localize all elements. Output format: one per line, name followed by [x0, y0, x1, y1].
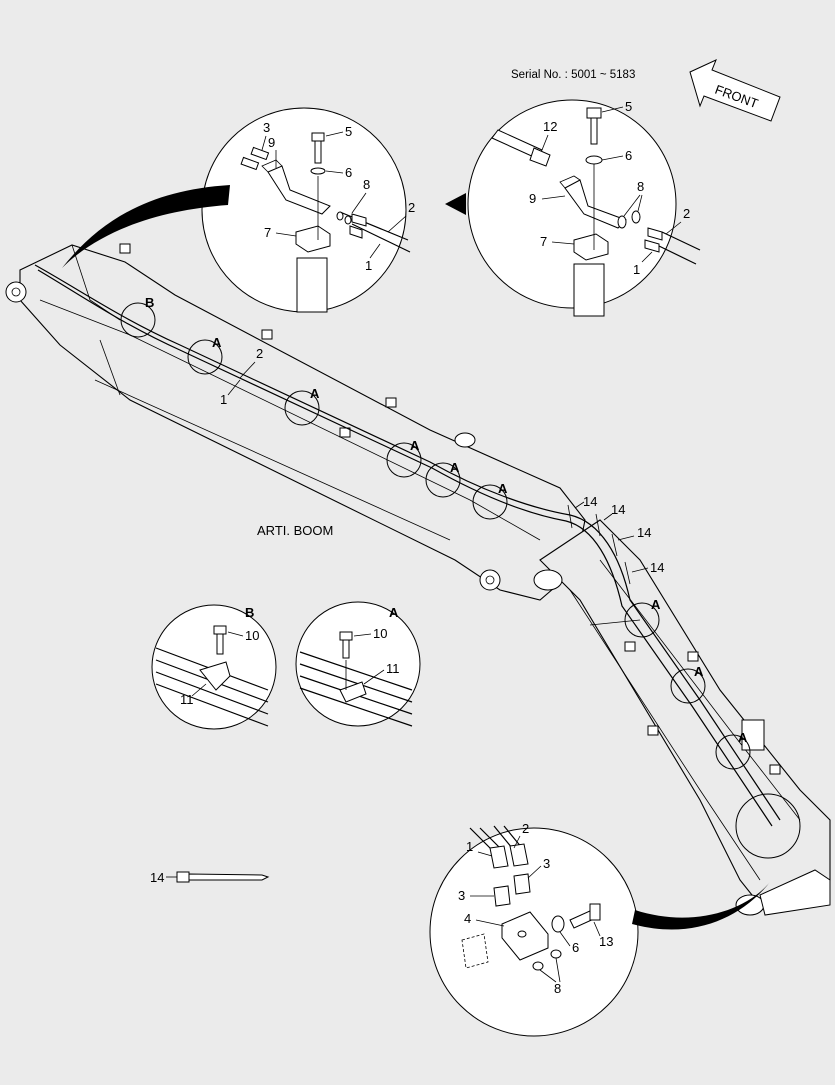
clamp-circle-a	[670, 668, 706, 704]
callout-14: 14	[650, 560, 664, 575]
callout-5: 5	[345, 124, 352, 139]
detail-letter-a: A	[651, 597, 661, 612]
detail-letter-a: A	[310, 386, 320, 401]
detail-letter-a: A	[694, 664, 704, 679]
callout-5: 5	[625, 99, 632, 114]
clamp-circle-a	[284, 390, 320, 426]
clamp-circle-a	[386, 442, 422, 478]
callout-7: 7	[264, 225, 271, 240]
cable-ties	[567, 501, 649, 585]
callout-2: 2	[522, 821, 529, 836]
detail-letter-a: A	[450, 460, 460, 475]
front-arrow-icon: FRONT	[689, 59, 781, 122]
boom-caption: ARTI. BOOM	[257, 523, 333, 538]
callout-8: 8	[554, 981, 561, 996]
serial-number: Serial No. : 5001 ~ 5183	[511, 69, 635, 81]
clamp-circle-a	[425, 462, 461, 498]
fitting-detail-circle	[735, 793, 801, 859]
detail-bracket-right	[445, 99, 701, 317]
callout-12: 12	[543, 119, 557, 134]
cable-tie-icon	[176, 871, 270, 883]
clamp-circle-b	[120, 302, 156, 338]
hose-routing	[34, 264, 781, 827]
callout-14: 14	[637, 525, 651, 540]
detail-letter-a: A	[498, 481, 508, 496]
detail-letter-a: A	[738, 730, 748, 745]
callout-9: 9	[529, 191, 536, 206]
pointer-arrow-icon	[445, 193, 466, 215]
callout-6: 6	[572, 940, 579, 955]
callout-10: 10	[373, 626, 387, 641]
clamp-circle-a	[715, 734, 751, 770]
detail-letter-a: A	[389, 605, 399, 620]
clamp-circle-a	[187, 339, 223, 375]
clamp-circle-a	[624, 602, 660, 638]
detail-a-clamp	[295, 601, 421, 727]
callout-1: 1	[220, 392, 227, 407]
callout-1: 1	[365, 258, 372, 273]
callout-9: 9	[268, 135, 275, 150]
callout-8: 8	[363, 177, 370, 192]
detail-letter-a: A	[410, 438, 420, 453]
callout-2: 2	[683, 206, 690, 221]
callout-11: 11	[386, 661, 400, 676]
callout-6: 6	[625, 148, 632, 163]
callout-3: 3	[543, 856, 550, 871]
callout-11: 11	[180, 692, 194, 707]
callout-10: 10	[245, 628, 259, 643]
callout-1: 1	[633, 262, 640, 277]
detail-b-clamp	[151, 604, 277, 730]
detail-letter-a: A	[212, 335, 222, 350]
callout-4: 4	[464, 911, 471, 926]
clamp-markers	[120, 302, 801, 859]
detail-bracket-left	[62, 107, 411, 313]
callout-14: 14	[150, 870, 164, 885]
callout-7: 7	[540, 234, 547, 249]
detail-letter-b: B	[245, 605, 254, 620]
articulated-boom	[5, 243, 831, 916]
callout-13: 13	[599, 934, 613, 949]
callout-8: 8	[637, 179, 644, 194]
callout-3: 3	[458, 888, 465, 903]
callout-2: 2	[256, 346, 263, 361]
callout-6: 6	[345, 165, 352, 180]
leader-arrow-icon	[632, 882, 770, 930]
clamp-circle-a	[472, 484, 508, 520]
callout-3: 3	[263, 120, 270, 135]
callout-14: 14	[611, 502, 625, 517]
leader-arrow-icon	[62, 185, 230, 268]
detail-letter-b: B	[145, 295, 154, 310]
detail-fittings-bottom	[429, 825, 770, 1037]
callout-1: 1	[466, 839, 473, 854]
callout-2: 2	[408, 200, 415, 215]
callout-14: 14	[583, 494, 597, 509]
